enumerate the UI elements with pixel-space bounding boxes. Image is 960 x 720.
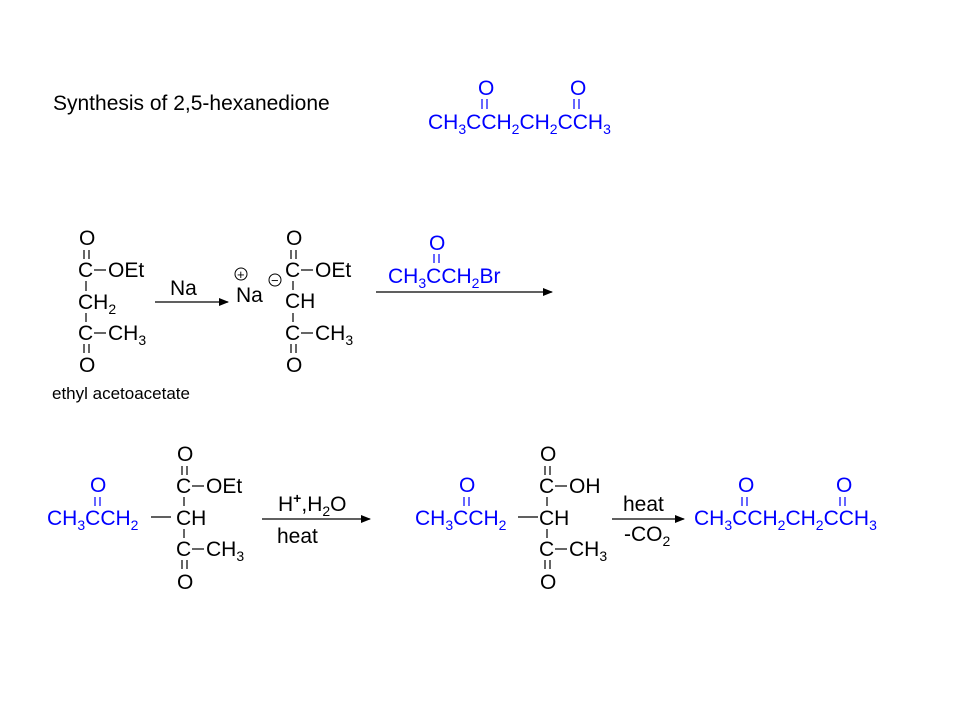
target-o2: O xyxy=(570,77,586,100)
alkylated-ester-structure: O CH3CCH2 O C OEt CH C CH3 O xyxy=(47,443,244,594)
minus-charge-icon xyxy=(268,273,282,287)
enolate-ch3: CH3 xyxy=(315,322,353,348)
reagent-hydrolysis: H+,H2O heat xyxy=(277,490,347,548)
acid-ch3: CH3 xyxy=(569,538,607,564)
keto-acid-structure: O CH3CCH2 O C OH CH C CH3 O xyxy=(415,443,607,594)
target-o1: O xyxy=(478,77,494,100)
reagent-acid-water: H+,H2O xyxy=(278,490,347,519)
bromoacetone-reagent: O CH3CCH2Br xyxy=(388,232,500,291)
bromoacetone-formula: CH3CCH2Br xyxy=(388,265,500,291)
reagent-na: Na xyxy=(170,277,197,300)
acid-chain: CH3CCH2 xyxy=(415,507,507,533)
target-formula: CH3CCH2CH2CCH3 xyxy=(428,111,611,137)
target-double-bonds xyxy=(481,99,580,109)
final-o1: O xyxy=(738,474,754,497)
sodium-enolate-structure: + Na − O C OEt CH C CH3 O xyxy=(234,227,353,377)
acid-o-bottom: O xyxy=(540,571,556,594)
target-product: O O CH3CCH2CH2CCH3 xyxy=(428,77,611,137)
reagent-decarboxylation: heat -CO2 xyxy=(623,493,671,549)
enolate-c2: C xyxy=(285,322,300,345)
minus-sign: − xyxy=(271,273,279,288)
reagent-minus-co2: -CO2 xyxy=(624,523,671,549)
enolate-o-bottom: O xyxy=(286,354,302,377)
alk-c1: C xyxy=(176,475,191,498)
alk-o-ketone: O xyxy=(90,474,106,497)
eaa-ch2: CH2 xyxy=(78,291,116,317)
reagent-heat-1: heat xyxy=(277,525,318,548)
acid-oh: OH xyxy=(569,475,601,498)
enolate-na: Na xyxy=(236,284,263,307)
plus-charge-icon xyxy=(234,267,248,281)
enolate-oet: OEt xyxy=(315,259,351,282)
alk-chain: CH3CCH2 xyxy=(47,507,139,533)
final-o2: O xyxy=(836,474,852,497)
eaa-o-bottom: O xyxy=(79,354,95,377)
acid-c1: C xyxy=(539,475,554,498)
final-product: O O CH3CCH2CH2CCH3 xyxy=(694,474,877,533)
enolate-ch: CH xyxy=(285,290,315,313)
acid-ch: CH xyxy=(539,507,569,530)
page-title: Synthesis of 2,5-hexanedione xyxy=(53,92,330,115)
eaa-o-top: O xyxy=(79,227,95,250)
alk-ch3: CH3 xyxy=(206,538,244,564)
reagent-heat-2: heat xyxy=(623,493,664,516)
bromoacetone-o: O xyxy=(429,232,445,255)
alk-oet: OEt xyxy=(206,475,242,498)
ethyl-acetoacetate-label: ethyl acetoacetate xyxy=(52,384,190,403)
acid-o-ketone: O xyxy=(459,474,475,497)
acid-o-top: O xyxy=(540,443,556,466)
enolate-c1: C xyxy=(285,259,300,282)
alk-o-bottom: O xyxy=(177,571,193,594)
acid-c2: C xyxy=(539,538,554,561)
ethyl-acetoacetate-structure: O C OEt CH2 C CH3 O xyxy=(78,227,146,377)
eaa-c1: C xyxy=(78,259,93,282)
eaa-oet: OEt xyxy=(108,259,144,282)
final-formula: CH3CCH2CH2CCH3 xyxy=(694,507,877,533)
plus-sign: + xyxy=(237,267,245,282)
alk-c2: C xyxy=(176,538,191,561)
eaa-ch3: CH3 xyxy=(108,322,146,348)
enolate-o-top: O xyxy=(286,227,302,250)
alk-ch: CH xyxy=(176,507,206,530)
eaa-c2: C xyxy=(78,322,93,345)
alk-o-top: O xyxy=(177,443,193,466)
